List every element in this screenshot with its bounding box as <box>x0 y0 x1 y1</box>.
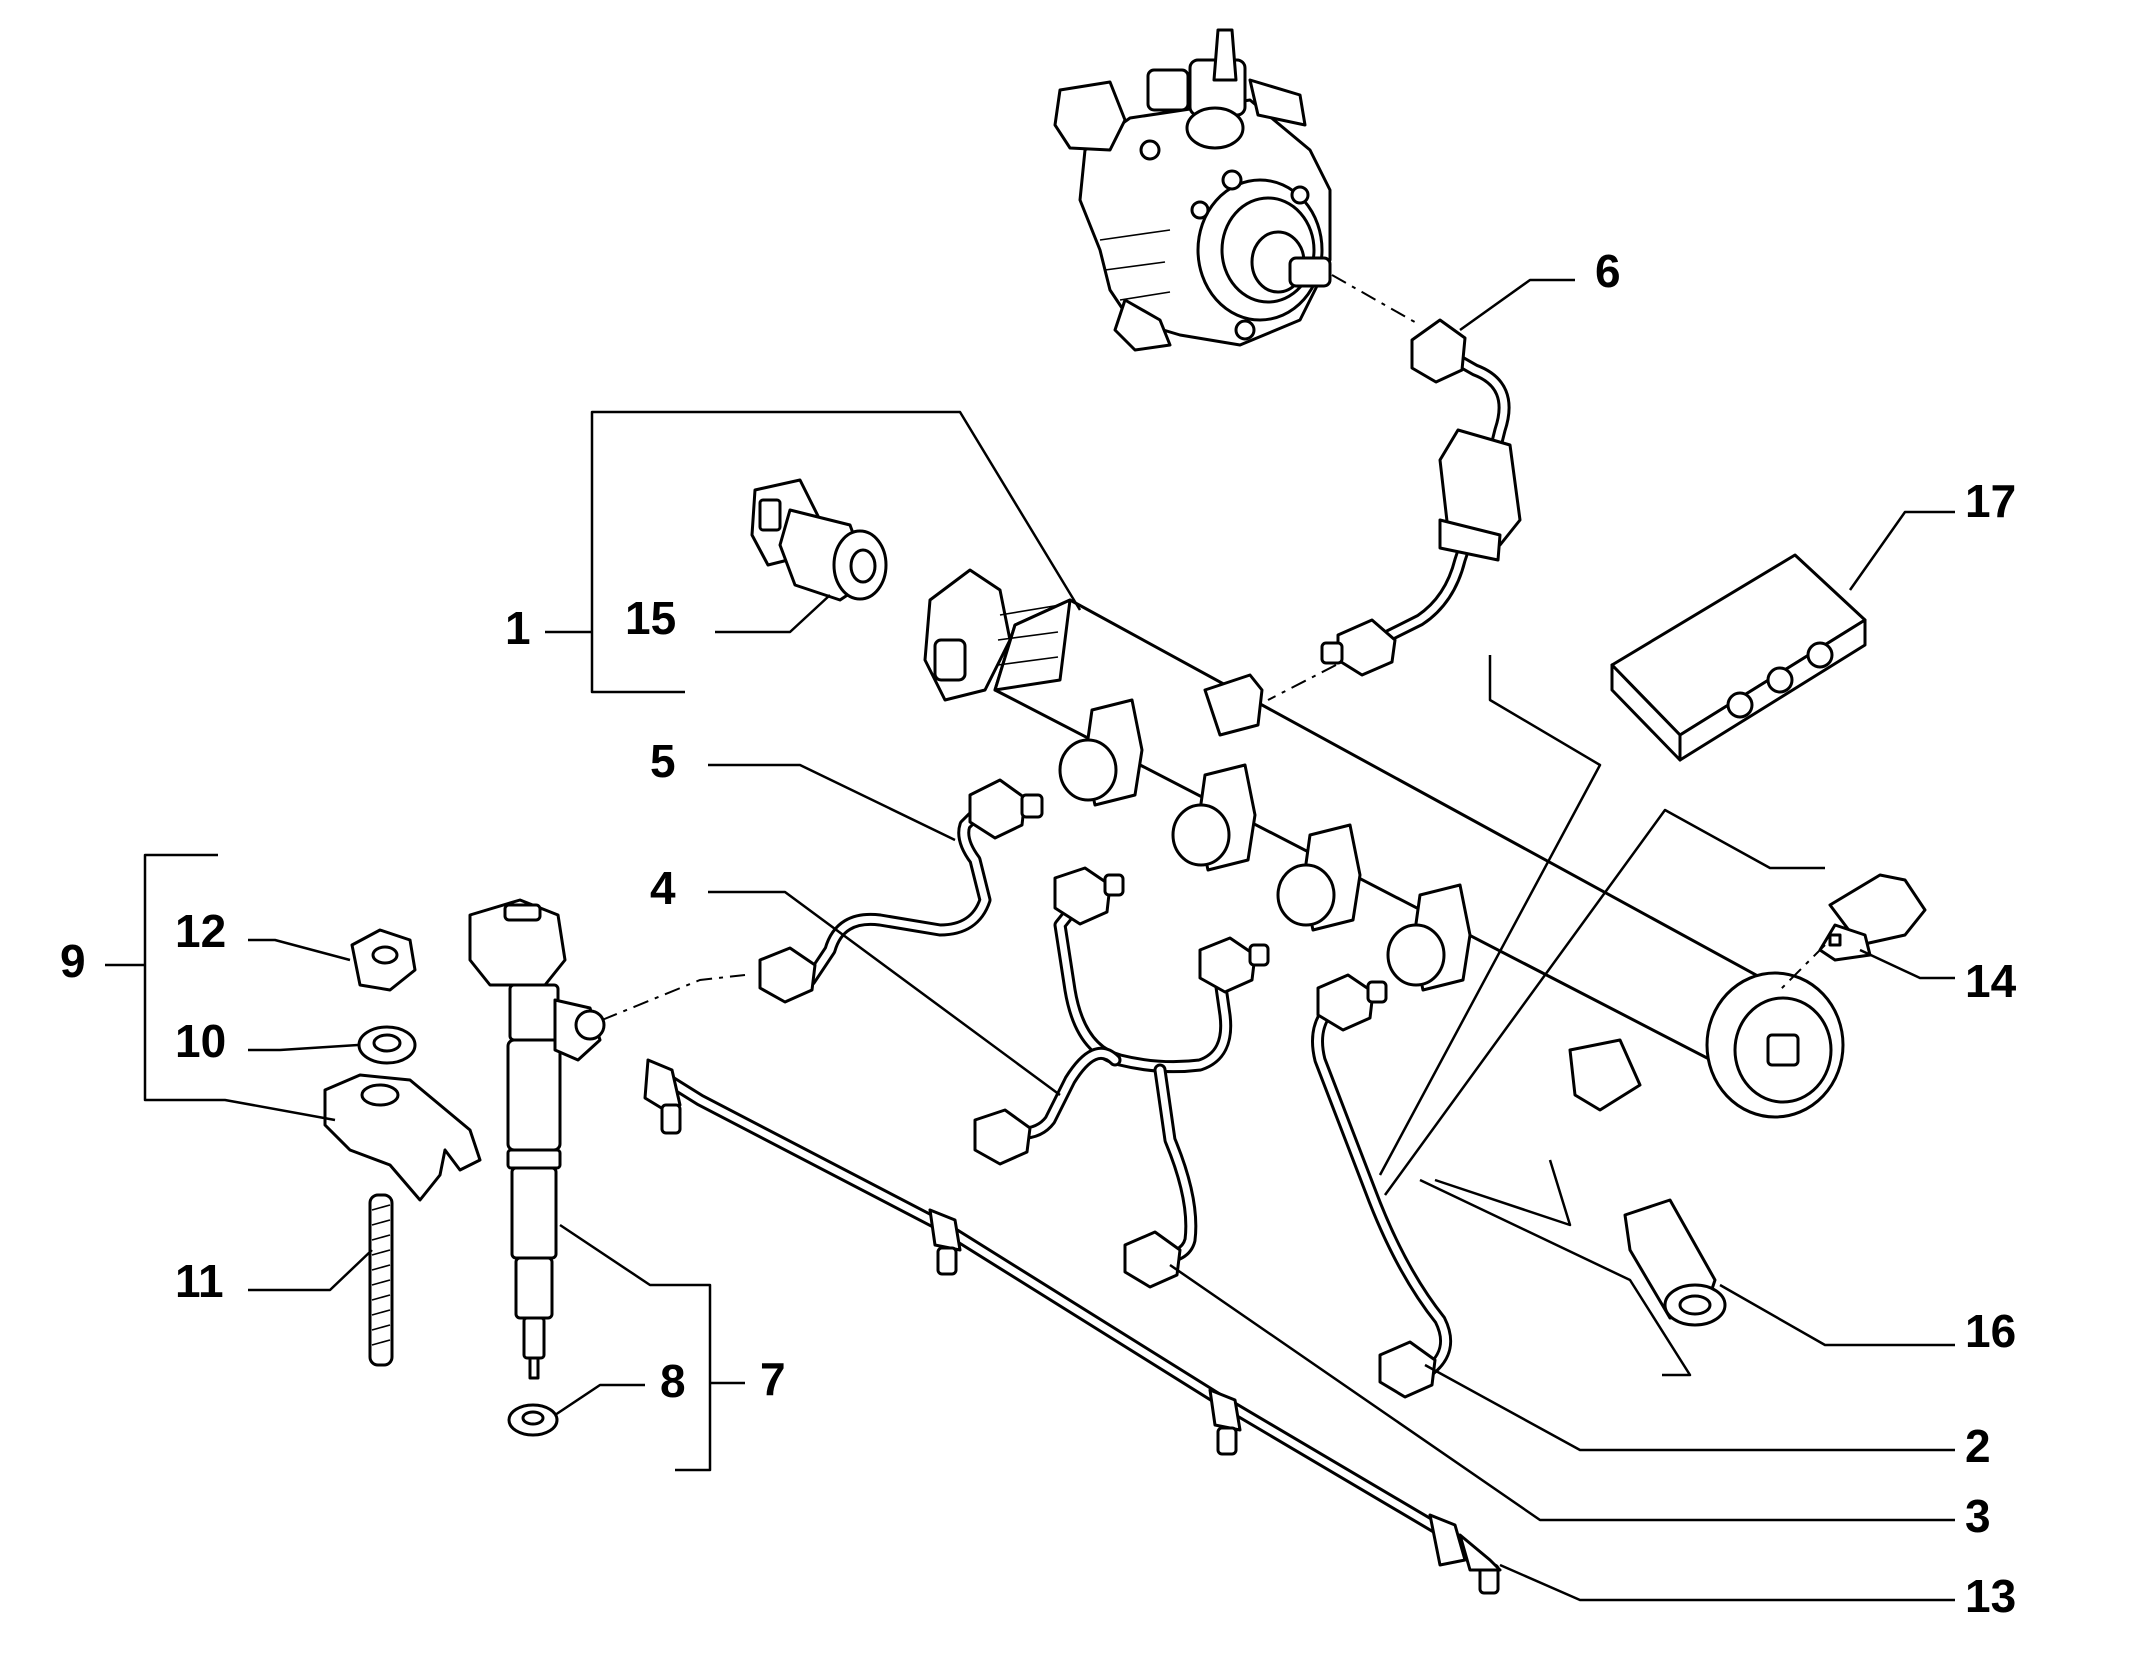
injector-pipe-3 <box>1123 1063 1198 1289</box>
washer-8 <box>507 1403 559 1437</box>
injector-pipe-2 <box>1311 973 1453 1399</box>
callout-5: 5 <box>650 735 676 787</box>
stud-11 <box>368 1193 394 1367</box>
callout-2: 2 <box>1965 1420 1991 1472</box>
callout-17: 17 <box>1965 475 2016 527</box>
callout-labels: 1 2 3 4 5 6 7 8 9 10 11 12 13 14 15 16 1… <box>60 245 2017 1622</box>
leak-off-return-13 <box>643 1058 1502 1595</box>
callout-7: 7 <box>760 1353 786 1405</box>
bolt-14 <box>1818 873 1927 962</box>
injector-7 <box>468 898 606 1380</box>
nut-12 <box>350 928 417 992</box>
pressure-sensor <box>750 478 888 602</box>
leader-lines <box>105 278 1955 1602</box>
injector-pipe-5 <box>758 778 1044 1004</box>
callout-16: 16 <box>1965 1305 2016 1357</box>
clamp-bracket <box>323 1073 482 1202</box>
callout-6: 6 <box>1595 245 1621 297</box>
callout-9: 9 <box>60 935 86 987</box>
high-pressure-pump <box>1053 28 1332 352</box>
washer-10 <box>357 1025 417 1065</box>
common-rail <box>923 568 1845 1119</box>
callout-13: 13 <box>1965 1570 2016 1622</box>
callout-15: 15 <box>625 592 676 644</box>
callout-10: 10 <box>175 1015 226 1067</box>
callout-12: 12 <box>175 905 226 957</box>
callout-14: 14 <box>1965 955 2017 1007</box>
clip-16 <box>1623 1198 1727 1327</box>
callout-8: 8 <box>660 1355 686 1407</box>
callout-4: 4 <box>650 862 676 914</box>
callout-3: 3 <box>1965 1490 1991 1542</box>
callout-11: 11 <box>175 1255 224 1307</box>
callout-1: 1 <box>505 602 531 654</box>
cover-17 <box>1610 553 1867 762</box>
injector-pipe-4 <box>973 866 1270 1166</box>
pipe-6 <box>1320 318 1522 677</box>
